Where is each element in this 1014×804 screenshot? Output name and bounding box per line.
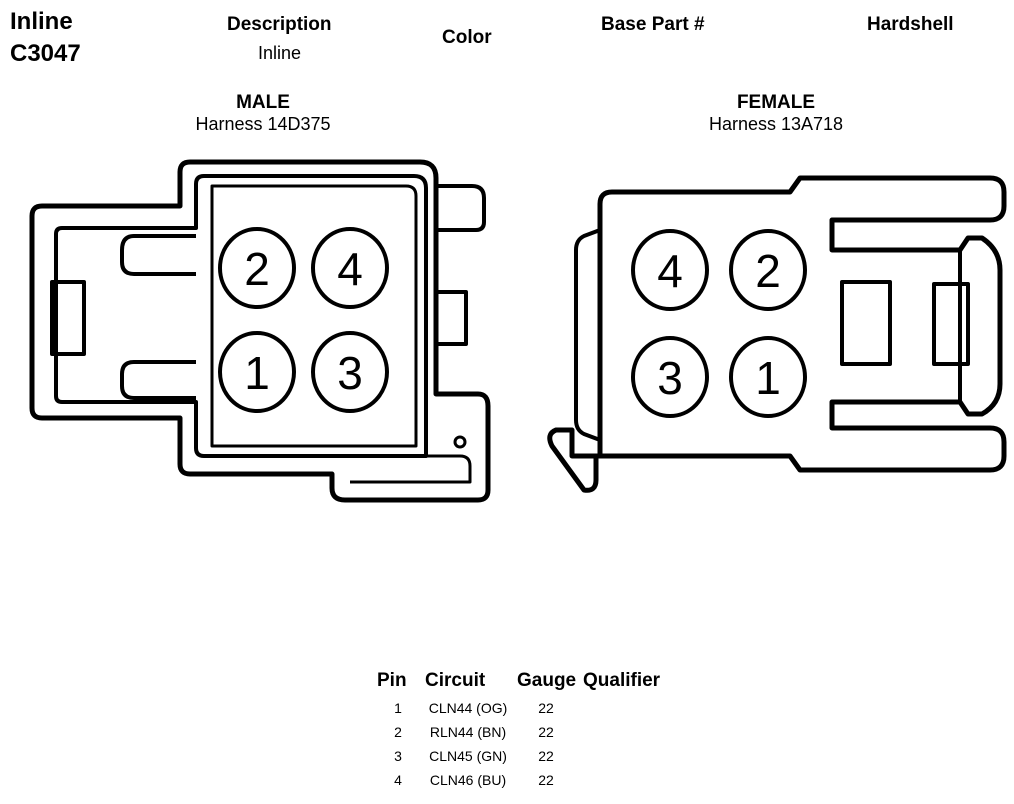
male-pin-label: 3 (337, 347, 363, 399)
table-row: 4 CLN46 (BU) 22 (374, 768, 663, 792)
header-pin: Pin (377, 670, 407, 691)
description-label: Description (227, 14, 332, 35)
male-bottom-hook (350, 454, 472, 484)
qualifier-cell (578, 744, 663, 768)
header-gauge: Gauge (517, 670, 577, 691)
female-harness: Harness 13A718 (708, 114, 844, 134)
title-line-2: C3047 (10, 40, 81, 67)
pin-table-header: Pin Circuit Gauge Qualifier (374, 670, 663, 696)
male-inner-outline (54, 174, 428, 458)
qualifier-cell (578, 720, 663, 744)
table-row: 2 RLN44 (BN) 22 (374, 720, 663, 744)
female-right-tab (932, 282, 970, 366)
circuit-cell: RLN44 (BN) (429, 724, 507, 740)
male-pin-label: 4 (337, 243, 363, 295)
female-pin-circle (631, 336, 709, 418)
hardshell-label: Hardshell (867, 14, 954, 35)
base-part-label: Base Part # (601, 14, 705, 35)
color-label: Color (442, 27, 492, 48)
header-circuit: Circuit (425, 670, 486, 691)
female-pin-circle (631, 229, 709, 311)
qualifier-cell (578, 768, 663, 792)
male-pin-circle (311, 227, 389, 309)
male-pin-circle (218, 227, 296, 309)
male-pin-label: 1 (244, 347, 270, 399)
male-section-heading: MALE Harness 14D375 (163, 92, 363, 135)
female-pin-circle (729, 336, 807, 418)
female-pin-label: 4 (657, 245, 683, 297)
female-pin-circle (729, 229, 807, 311)
male-pin-label: 2 (244, 243, 270, 295)
female-pin-label: 2 (755, 245, 781, 297)
circuit-cell: CLN45 (GN) (429, 748, 507, 764)
female-section-heading: FEMALE Harness 13A718 (676, 92, 876, 135)
male-left-tab (50, 280, 86, 356)
pin-table: Pin Circuit Gauge Qualifier 1 CLN44 (OG)… (374, 670, 663, 792)
title-line-1: Inline (10, 8, 73, 35)
female-label: FEMALE (736, 92, 816, 113)
gauge-cell: 22 (538, 700, 554, 716)
circuit-cell: CLN44 (OG) (428, 700, 508, 716)
male-inner-outline-2 (210, 184, 418, 448)
male-label: MALE (236, 92, 290, 113)
header-qualifier: Qualifier (583, 670, 661, 691)
pin-cell: 3 (394, 748, 402, 764)
female-connector-diagram (547, 175, 1007, 493)
table-row: 1 CLN44 (OG) 22 (374, 696, 663, 720)
description-value: Inline (258, 43, 302, 63)
male-pin-circle (218, 331, 296, 413)
female-left-rail (574, 228, 601, 442)
gauge-cell: 22 (538, 748, 554, 764)
table-row: 3 CLN45 (GN) 22 (374, 744, 663, 768)
male-hole (453, 435, 467, 449)
pin-cell: 2 (394, 724, 402, 740)
male-shell-outline (29, 159, 491, 503)
female-inner-slot (840, 280, 892, 366)
male-right-tab-mid (434, 290, 468, 346)
gauge-cell: 22 (538, 724, 554, 740)
circuit-cell: CLN46 (BU) (429, 772, 507, 788)
male-latch-lower (120, 360, 196, 400)
female-pin-label: 1 (755, 352, 781, 404)
male-pin-circle (311, 331, 389, 413)
qualifier-cell (578, 696, 663, 720)
male-right-tab-top (436, 184, 486, 232)
female-shell-outline (547, 175, 1007, 493)
male-latch (120, 234, 196, 276)
male-harness: Harness 14D375 (195, 114, 331, 134)
pin-cell: 1 (394, 700, 402, 716)
pin-cell: 4 (394, 772, 402, 788)
gauge-cell: 22 (538, 772, 554, 788)
female-pin-label: 3 (657, 352, 683, 404)
connector-title: Inline C3047 (10, 6, 81, 70)
